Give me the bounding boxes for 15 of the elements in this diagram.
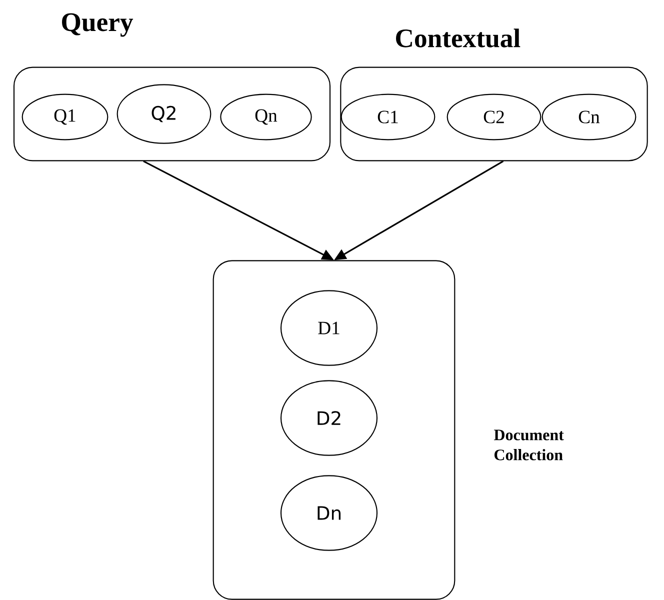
ellipse-node: Q1 bbox=[22, 94, 108, 140]
group-box bbox=[212, 260, 456, 600]
group-heading: Query bbox=[62, 13, 134, 37]
ellipse-node: Q2 bbox=[116, 84, 212, 144]
group-box bbox=[13, 66, 331, 162]
ellipse-node: Cn bbox=[542, 94, 636, 140]
group-heading: Contextual bbox=[396, 28, 520, 48]
ellipse-node: Dn bbox=[280, 475, 378, 551]
ellipse-node: Qn bbox=[220, 94, 312, 140]
ellipse-node: C1 bbox=[340, 94, 436, 140]
ellipse-node: C2 bbox=[446, 94, 542, 140]
group-heading: Document Collection bbox=[494, 430, 564, 460]
group-box bbox=[340, 66, 648, 162]
ellipse-node: D1 bbox=[280, 290, 378, 366]
ellipse-node: D2 bbox=[280, 380, 378, 456]
